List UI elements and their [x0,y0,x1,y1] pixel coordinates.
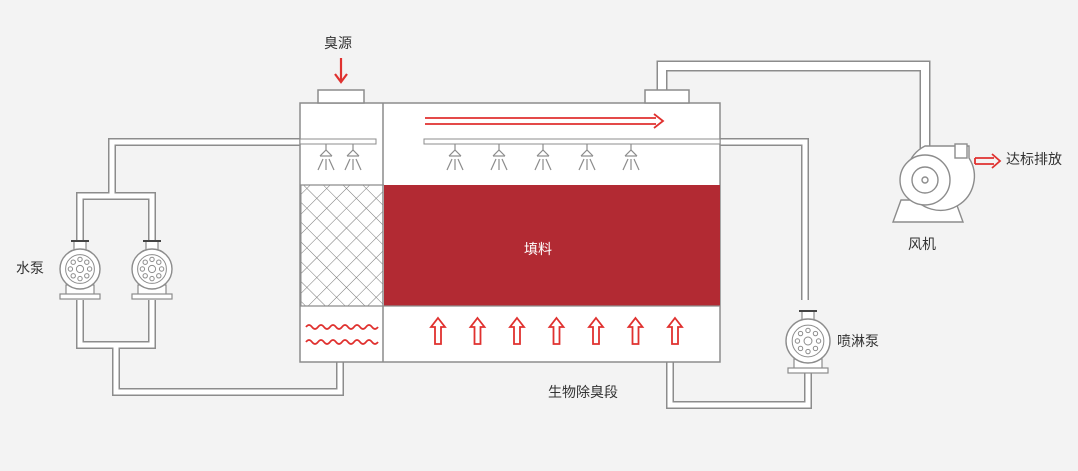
odor-source-label: 臭源 [324,36,352,52]
right-nozzles [446,144,640,171]
water-wave [305,324,379,330]
inlet-port [317,89,365,104]
outlet-port [644,89,690,104]
left-nozzles [317,144,362,171]
spray-nozzle [578,144,596,171]
spray-pump [785,310,831,374]
up-arrow [626,316,645,345]
spray-nozzle [446,144,464,171]
spray-nozzle [317,144,335,171]
up-arrow [429,316,447,345]
spray-nozzle [344,144,362,171]
odor-inlet-arrow [334,58,348,84]
top-flow-arrow [425,113,665,129]
spray-pump-label: 喷淋泵 [837,334,879,350]
deodorization-tank [299,89,721,363]
up-arrow [666,316,684,345]
mesh-packing [300,184,384,307]
water-pump-right [131,240,173,300]
spray-nozzle [622,144,640,171]
water-pump-piping [76,138,344,396]
water-wave [305,339,379,345]
water-waves [305,324,379,345]
right-spray-header [423,138,721,145]
airflow-up-arrows [429,316,684,345]
fan-label: 风机 [908,237,936,253]
fan [892,143,976,223]
spray-nozzle [534,144,552,171]
left-spray-header [299,138,377,145]
spray-pump-piping [666,138,812,409]
fan-duct [656,60,931,162]
up-arrow [508,316,526,345]
discharge-label: 达标排放 [1006,152,1062,168]
up-arrow [468,316,487,345]
spray-nozzle [490,144,508,171]
filler-block [384,185,720,306]
water-pump-left [59,240,101,300]
bio-section-label: 生物除臭段 [548,385,618,401]
water-pump-label: 水泵 [16,261,44,277]
filler-label: 填料 [524,242,552,258]
up-arrow [547,316,566,345]
up-arrow [587,316,605,345]
discharge-arrow [974,153,1002,169]
